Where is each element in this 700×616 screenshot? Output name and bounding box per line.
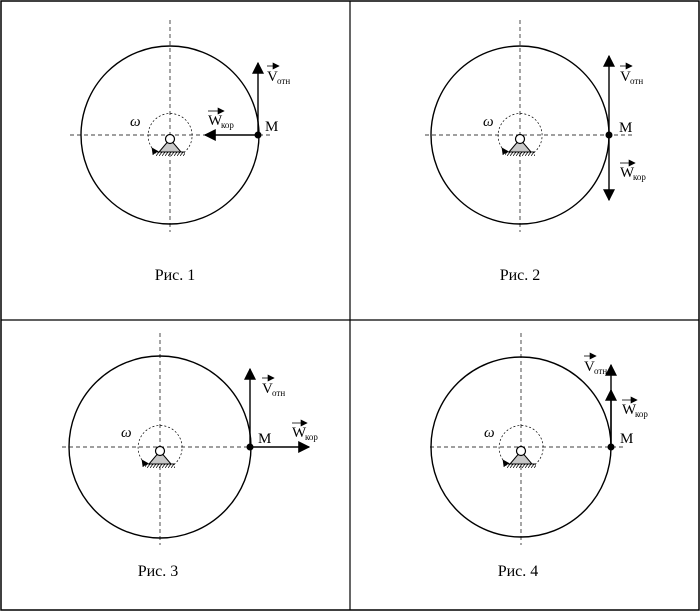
panel-2-point-m [605, 131, 613, 139]
panel-1-caption: Рис. 1 [155, 267, 196, 284]
panel-4-m-label: M [620, 431, 633, 447]
panel-1-point-m [254, 131, 262, 139]
panel-3-w-cor-label: W кор [292, 419, 318, 442]
panel-2: ω M V отн W кор Рис. 2 [425, 20, 646, 284]
panel-1-v-rel-label: V отн [267, 62, 290, 86]
panel-2-w-subscript: кор [633, 172, 646, 182]
panel-2-v-letter: V [620, 69, 631, 85]
panel-4-w-letter: W [622, 402, 637, 418]
panel-1-v-letter: V [267, 69, 278, 85]
panel-2-m-label: M [619, 120, 632, 136]
panel-1-pivot-support-icon [155, 133, 185, 156]
panel-3-v-letter: V [262, 381, 273, 397]
panel-1-w-subscript: кор [221, 120, 234, 130]
panel-4-rotation-arc [498, 425, 544, 468]
panel-3-caption: Рис. 3 [138, 563, 179, 580]
panel-2-pivot-support-icon [505, 133, 535, 156]
panel-2-w-letter: W [620, 165, 635, 181]
panel-2-w-cor-label: W кор [620, 159, 646, 182]
panel-4-w-subscript: кор [635, 409, 648, 419]
panel-4-v-subscript: отн [594, 366, 607, 376]
panel-1-v-subscript: отн [277, 76, 290, 86]
panel-3-w-subscript: кор [305, 432, 318, 442]
panel-1-m-label: M [265, 119, 278, 135]
panel-1: ω M V отн W кор Рис. 1 [70, 20, 290, 284]
panel-3-v-rel-label: V отн [262, 374, 285, 398]
panel-3-m-label: M [258, 431, 271, 447]
panel-4-pivot-support-icon [506, 445, 536, 468]
panel-2-caption: Рис. 2 [500, 267, 541, 284]
panel-3-rotation-arc [137, 425, 183, 468]
panel-3: ω M V отн W кор Рис. 3 [62, 333, 318, 580]
panel-2-v-subscript: отн [630, 76, 643, 86]
panel-2-v-rel-label: V отн [620, 62, 643, 86]
panel-2-omega-label: ω [483, 114, 494, 130]
panel-3-point-m [246, 443, 254, 451]
panel-1-omega-label: ω [130, 114, 141, 130]
panel-4-w-cor-label: W кор [622, 396, 648, 419]
panel-4-caption: Рис. 4 [498, 563, 539, 580]
panel-4: ω M V отн W кор Рис. 4 [430, 333, 648, 580]
panel-2-rotation-arc [497, 113, 543, 156]
panel-4-omega-label: ω [484, 425, 495, 441]
panel-1-w-cor-label: W кор [208, 107, 234, 130]
panel-3-omega-label: ω [121, 425, 132, 441]
panel-4-point-m [607, 443, 615, 451]
panel-3-pivot-support-icon [145, 445, 175, 468]
panel-3-v-subscript: отн [272, 388, 285, 398]
panel-4-v-letter: V [584, 359, 595, 375]
panel-4-v-rel-label: V отн [584, 352, 607, 376]
panel-1-rotation-arc [147, 113, 193, 156]
panel-3-w-letter: W [292, 425, 307, 441]
panel-1-w-letter: W [208, 113, 223, 129]
